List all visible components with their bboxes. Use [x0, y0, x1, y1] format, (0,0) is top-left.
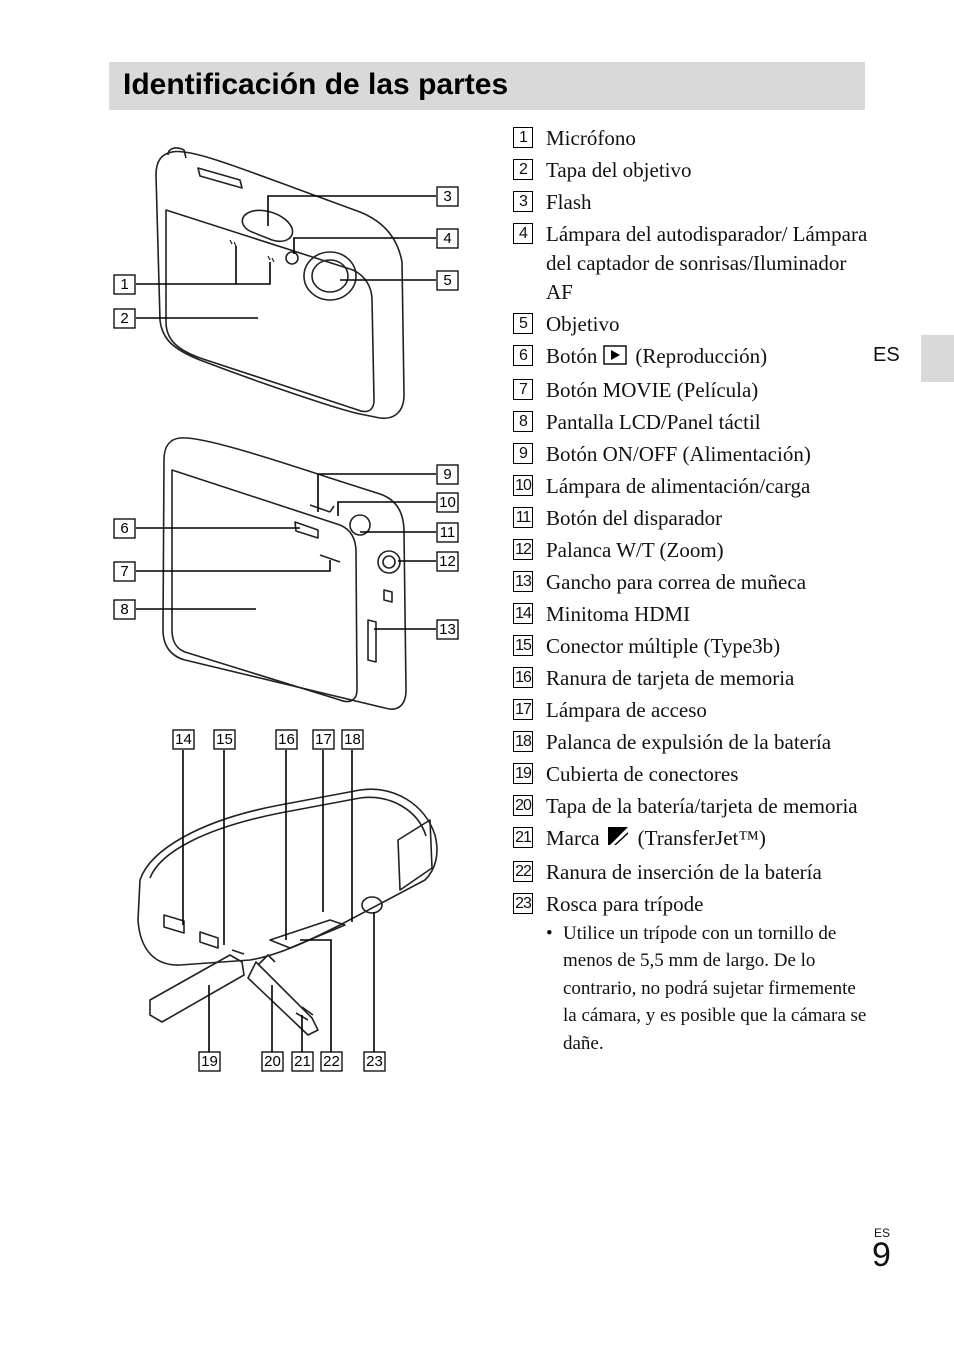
title-bar: Identificación de las partes [109, 62, 865, 110]
camera-bottom-view [137, 788, 438, 1036]
language-label: ES [873, 344, 900, 366]
svg-text:18: 18 [344, 731, 361, 748]
callout-9: 9 [436, 464, 459, 485]
svg-text:20: 20 [264, 1053, 281, 1070]
callout-12: 12 [436, 551, 459, 572]
svg-text:1: 1 [120, 276, 128, 293]
svg-text:16: 16 [278, 731, 295, 748]
svg-text:13: 13 [439, 621, 456, 638]
callout-13: 13 [436, 619, 459, 640]
svg-text:15: 15 [216, 731, 233, 748]
svg-text:22: 22 [323, 1053, 340, 1070]
transferjet-icon [606, 825, 630, 855]
footer-language: ES [874, 1226, 891, 1240]
svg-text:21: 21 [294, 1053, 311, 1070]
svg-text:2: 2 [120, 310, 128, 327]
callout-10: 10 [436, 492, 459, 513]
svg-text:9: 9 [443, 466, 451, 483]
svg-text:12: 12 [439, 553, 456, 570]
svg-text:11: 11 [440, 524, 456, 541]
camera-diagram: 1 2 3 4 5 6 7 8 9 10 11 12 13 14 15 16 1… [113, 147, 459, 1072]
camera-back-view [162, 437, 407, 710]
callout-23: 23 [363, 1051, 386, 1072]
svg-text:4: 4 [443, 230, 451, 247]
callout-6: 6 [113, 518, 136, 539]
callout-1: 1 [113, 274, 136, 295]
svg-text:8: 8 [120, 601, 128, 618]
callout-7: 7 [113, 561, 136, 582]
callout-17: 17 [312, 729, 335, 750]
callout-18: 18 [341, 729, 364, 750]
callout-8: 8 [113, 599, 136, 620]
svg-text:5: 5 [443, 272, 451, 289]
svg-text:14: 14 [175, 731, 192, 748]
callout-14: 14 [172, 729, 195, 750]
callout-11: 11 [436, 522, 459, 543]
callout-15: 15 [213, 729, 236, 750]
language-tab [921, 335, 954, 382]
play-icon [603, 344, 628, 373]
callout-20: 20 [261, 1051, 284, 1072]
camera-front-view [155, 147, 405, 420]
callout-21: 21 [291, 1051, 314, 1072]
page-title: Identificación de las partes [123, 68, 509, 101]
callout-4: 4 [436, 228, 459, 249]
callout-16: 16 [275, 729, 298, 750]
callout-5: 5 [436, 270, 459, 291]
svg-text:3: 3 [443, 188, 451, 205]
page-number: 9 [872, 1236, 891, 1274]
callout-3: 3 [436, 186, 459, 207]
svg-text:7: 7 [120, 563, 128, 580]
svg-text:23: 23 [366, 1053, 383, 1070]
tripod-note: •Utilice un trípode con un tornillo de m… [546, 922, 867, 1054]
svg-text:17: 17 [315, 731, 332, 748]
svg-text:10: 10 [439, 494, 456, 511]
callout-19: 19 [198, 1051, 221, 1072]
svg-text:19: 19 [201, 1053, 218, 1070]
svg-text:6: 6 [120, 520, 128, 537]
callout-2: 2 [113, 308, 136, 329]
callout-22: 22 [320, 1051, 343, 1072]
